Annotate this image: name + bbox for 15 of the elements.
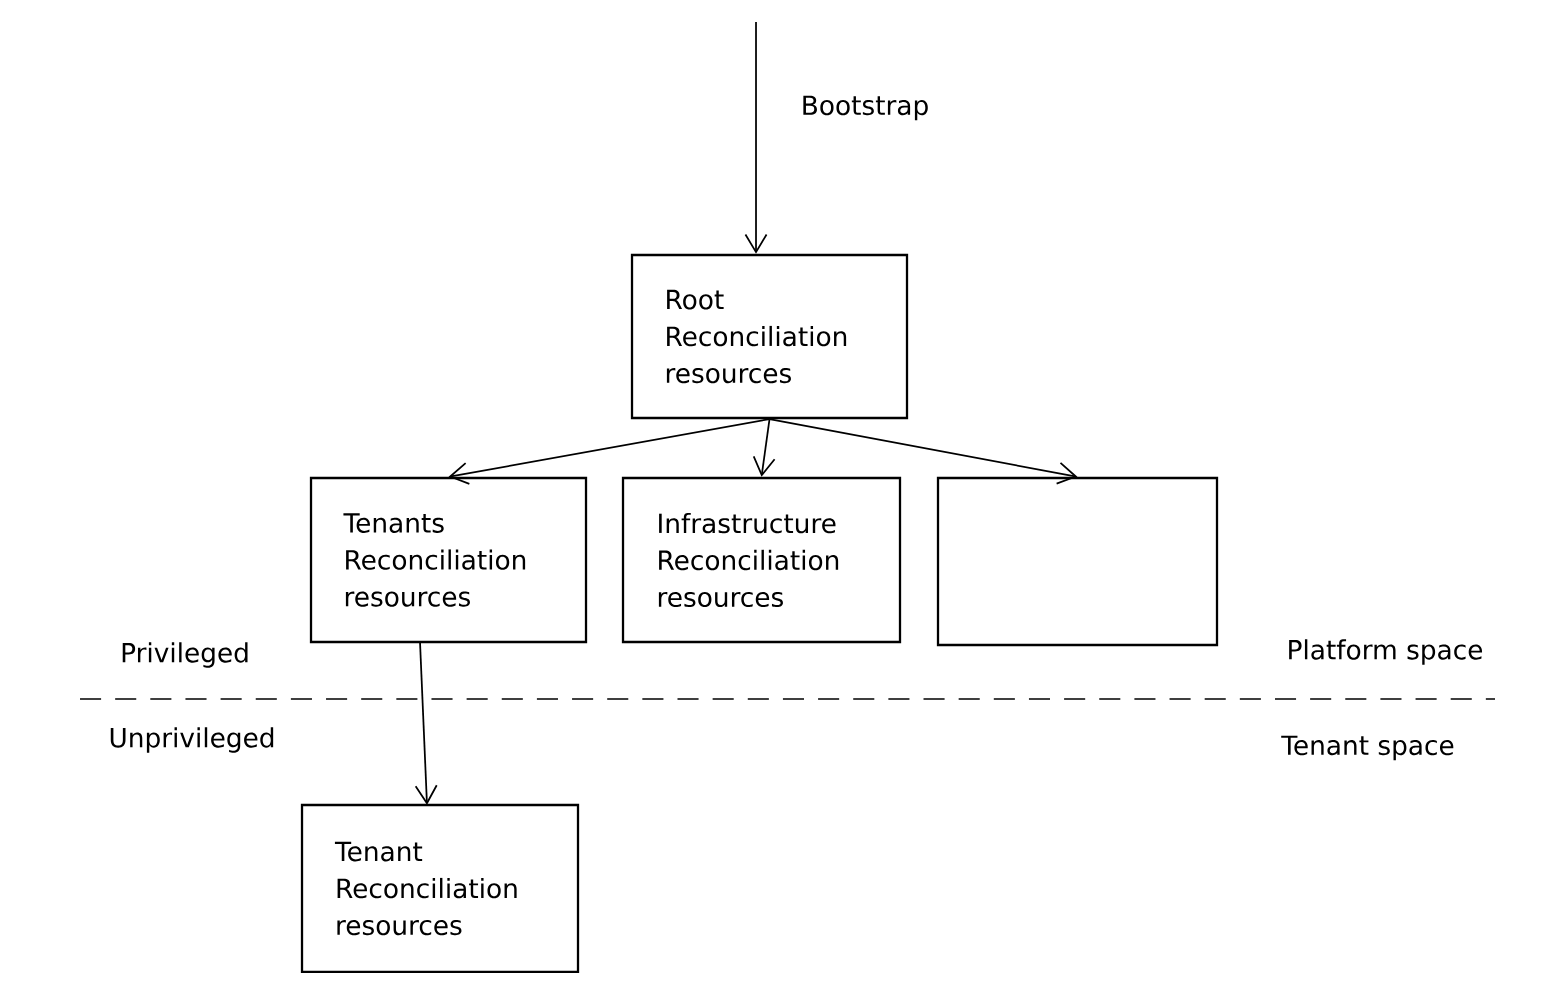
arrow [448, 418, 771, 485]
arrow [752, 418, 776, 477]
process-box: Root Reconciliation resources [630, 253, 909, 420]
process-box: Infrastructure Reconciliation resources [621, 476, 902, 644]
arrow [414, 641, 438, 805]
side-label: Platform space [1289, 639, 1483, 665]
side-label: Tenant space [1281, 735, 1454, 761]
empty-box [936, 476, 1219, 647]
arrow [768, 418, 1078, 485]
side-label: Privileged [122, 642, 248, 668]
process-box: Tenant Reconciliation resources [300, 803, 580, 974]
side-label: Unprivileged [110, 727, 274, 753]
edge-label: Bootstrap [803, 95, 928, 121]
arrow [744, 21, 768, 254]
process-box: Tenants Reconciliation resources [309, 476, 588, 644]
